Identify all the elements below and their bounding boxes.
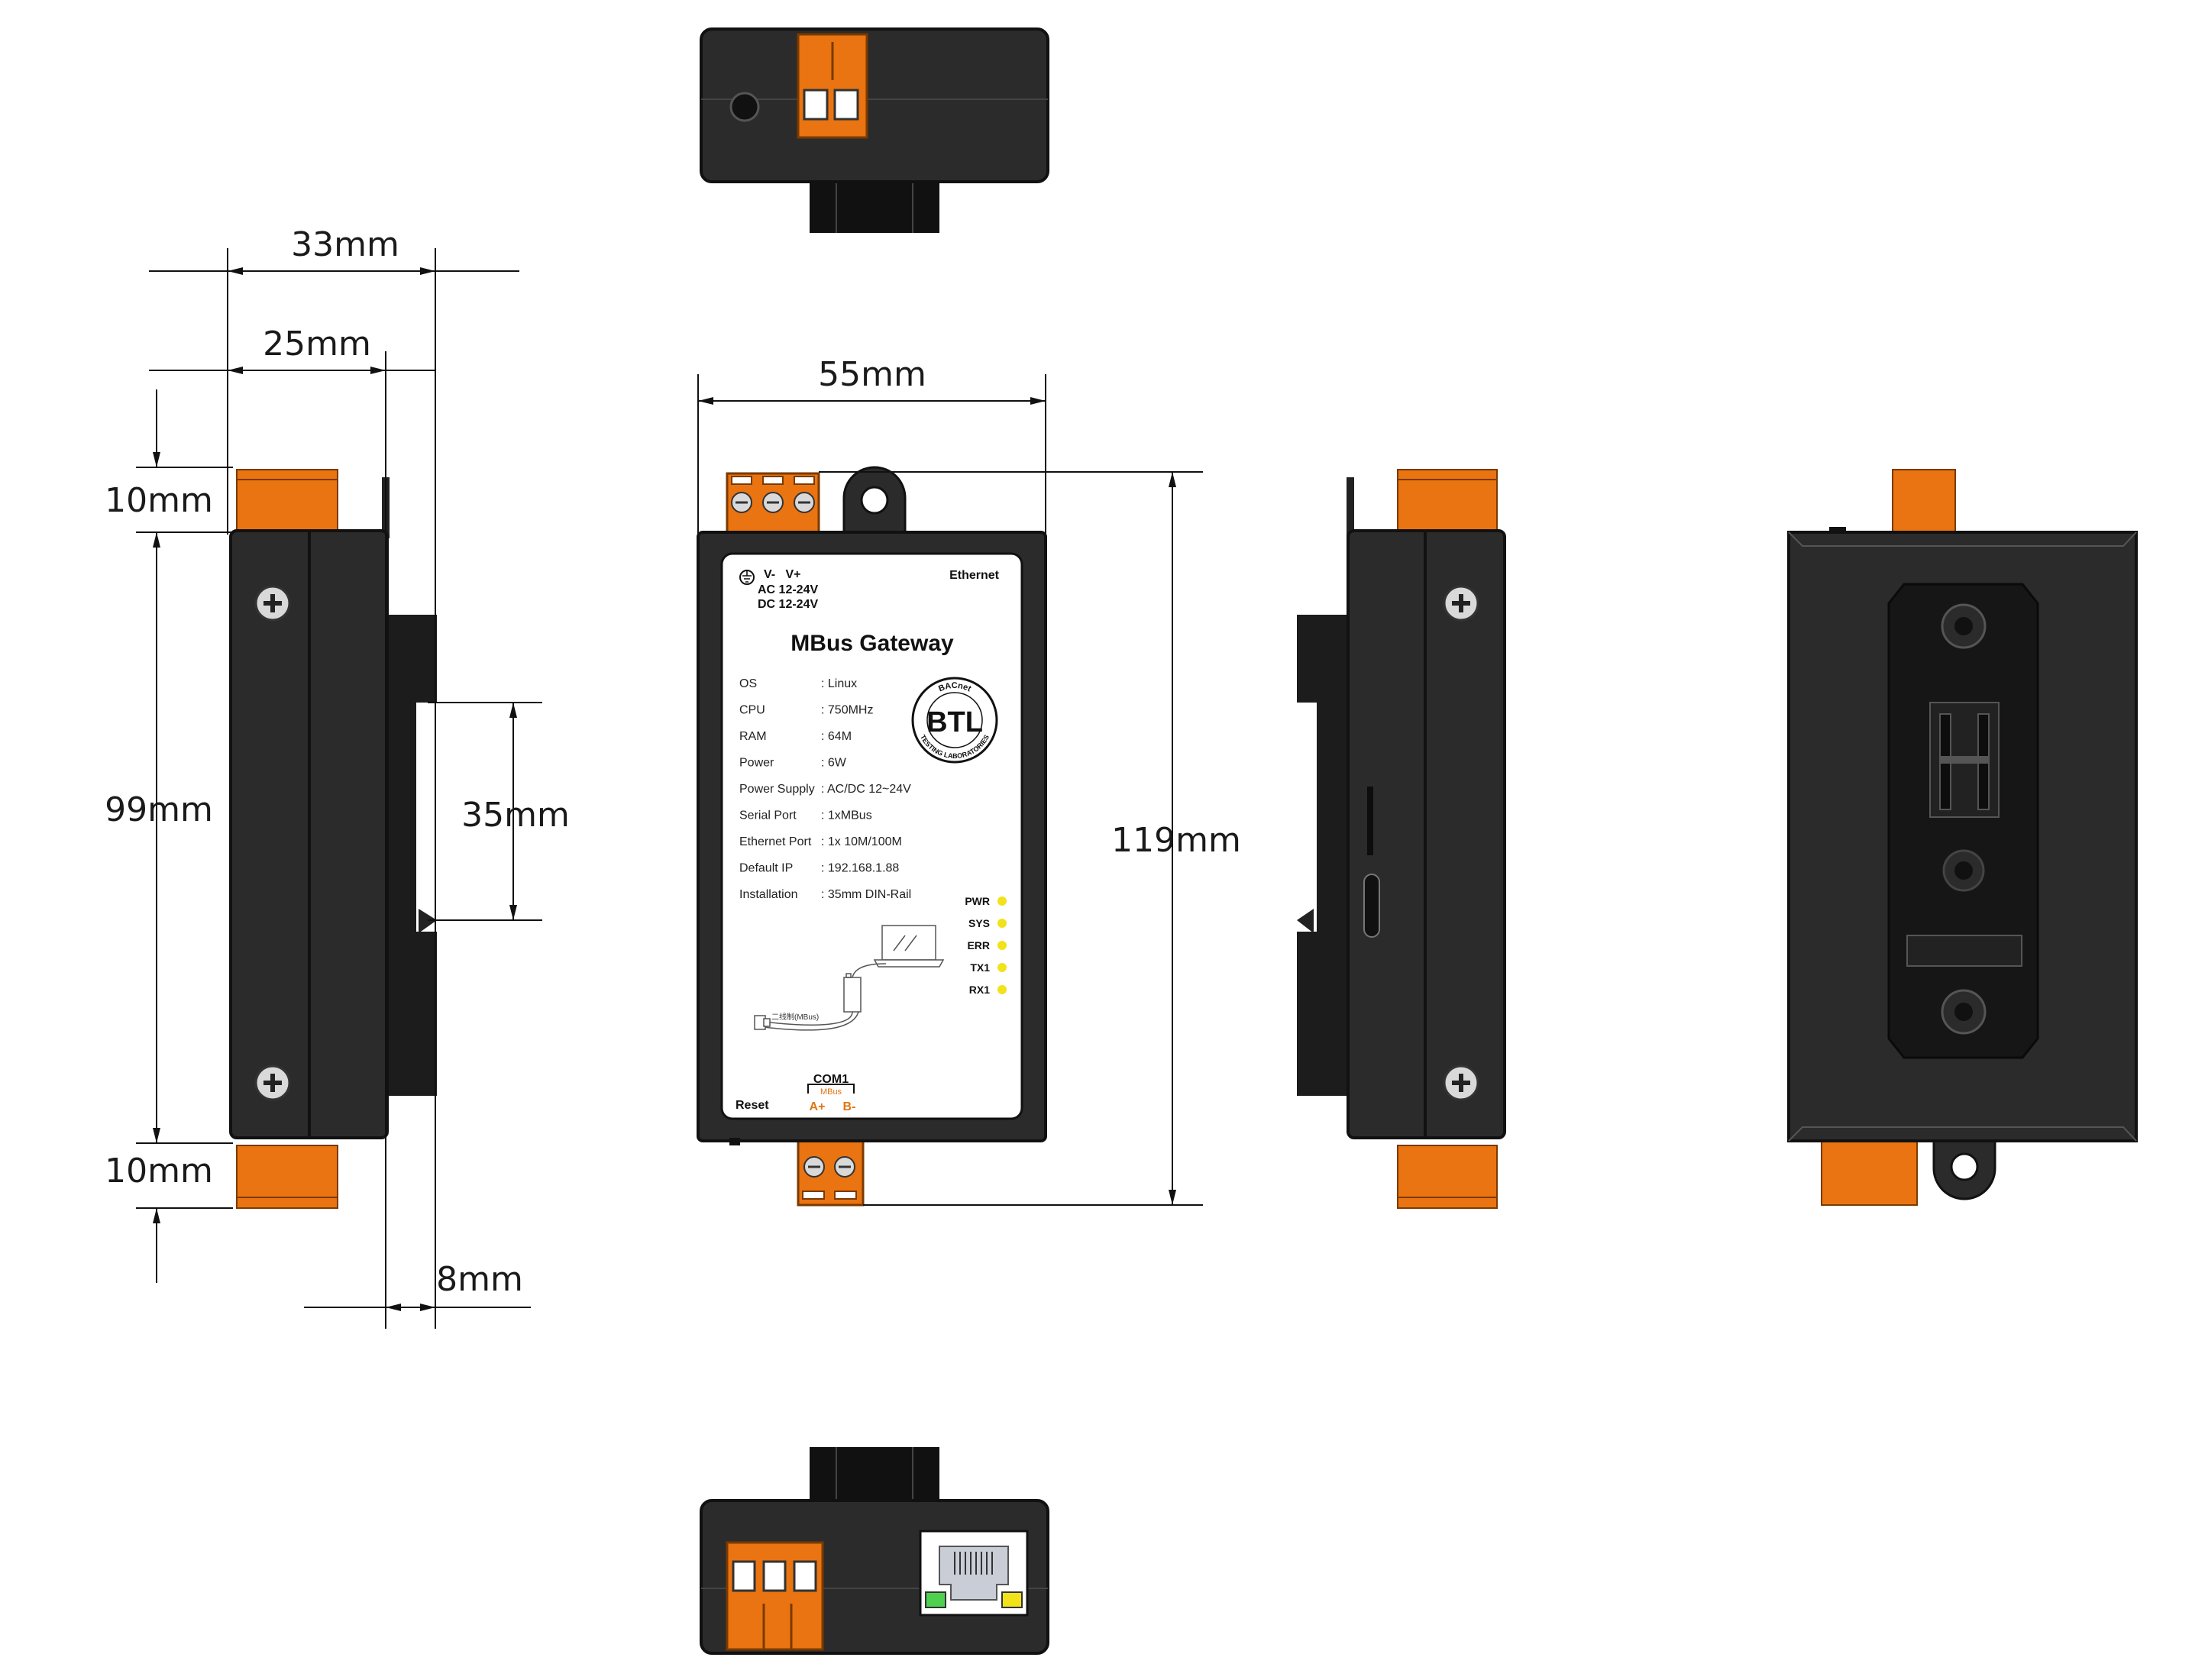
topology-sketch: [754, 925, 945, 1031]
side-bottom-terminal: [236, 1145, 338, 1209]
screw-icon: [1444, 586, 1478, 620]
top-view-led-hole: [729, 92, 760, 122]
spec-key: CPU: [739, 704, 765, 717]
rear-bottom-terminal: [1821, 1137, 1918, 1206]
rear-view: [1787, 469, 2138, 1206]
link-led-icon: [925, 1591, 946, 1608]
spec-key: Default IP: [739, 862, 793, 875]
led-label: PWR: [965, 895, 990, 907]
ethernet-label: Ethernet: [949, 569, 1000, 582]
front-dimensions: [697, 374, 1203, 1206]
rear-top-terminal: [1892, 469, 1956, 533]
com-port-label: COM1: [813, 1073, 849, 1086]
screw-icon: [256, 1066, 289, 1100]
spec-value: : 6W: [821, 757, 847, 770]
ground-icon: [739, 570, 755, 585]
spec-value: : AC/DC 12~24V: [821, 783, 911, 796]
dim-top-terminal: 10mm: [105, 481, 213, 520]
spec-value: : 64M: [821, 730, 852, 743]
dim-front-width: 55mm: [818, 355, 926, 394]
power-polarity: V- V+: [764, 568, 800, 581]
led-indicator-icon: [997, 963, 1007, 972]
led-label: ERR: [967, 939, 990, 951]
front-view: V- V+ AC 12-24V DC 12-24V Ethernet MBus …: [697, 466, 1047, 1207]
bottom-view: [700, 1447, 1049, 1655]
led-indicator-icon: [997, 897, 1007, 906]
side-view-right: [1294, 469, 1506, 1209]
sd-slot: [1367, 787, 1373, 855]
usb-c-port: [1363, 874, 1380, 938]
dim-rail-offset: 8mm: [436, 1260, 523, 1299]
spec-key: Power Supply: [739, 783, 815, 796]
spec-value: : 1xMBus: [821, 809, 872, 822]
led-label: RX1: [969, 984, 990, 996]
led-indicator-icon: [997, 919, 1007, 928]
led-label: SYS: [968, 917, 990, 929]
bottom-din-clip: [810, 1447, 939, 1508]
spec-value: : Linux: [821, 677, 857, 690]
top-view: [700, 27, 1049, 233]
dim-overall-height: 119mm: [1111, 821, 1241, 860]
spec-key: RAM: [739, 730, 767, 743]
dim-body-width: 25mm: [263, 325, 371, 363]
power-dc: DC 12-24V: [758, 598, 818, 611]
left-dimensions: [136, 248, 542, 1329]
rear-din-clip: [1887, 583, 2039, 1059]
led-indicator-icon: [997, 985, 1007, 994]
power-ac: AC 12-24V: [758, 583, 818, 596]
spec-value: : 192.168.1.88: [821, 862, 899, 875]
com-bus-label: MBus: [820, 1087, 842, 1097]
btl-mark: BTL: [926, 706, 983, 738]
screw-icon: [256, 586, 289, 620]
spec-key: Installation: [739, 888, 798, 901]
spec-value: : 750MHz: [821, 704, 873, 717]
spec-key: Power: [739, 757, 774, 770]
dim-rail: 35mm: [461, 796, 570, 835]
led-indicator-icon: [997, 941, 1007, 950]
screw-icon: [1444, 1066, 1478, 1100]
dim-overall-width: 33mm: [291, 225, 399, 264]
side-view-left: [229, 469, 439, 1209]
spec-value: : 1x 10M/100M: [821, 835, 902, 848]
right-bottom-terminal: [1397, 1145, 1498, 1209]
topology-bus-label: 二线制(MBus): [771, 1012, 819, 1022]
com-b-label: B-: [843, 1100, 856, 1113]
spec-key: Serial Port: [739, 809, 797, 822]
dim-body-height: 99mm: [105, 790, 213, 829]
bottom-power-terminal: [726, 1541, 824, 1651]
spec-key: Ethernet Port: [739, 835, 812, 848]
btl-logo-icon: BTL BACnet TESTING LABORATORIES: [911, 677, 998, 764]
spec-key: OS: [739, 677, 757, 690]
top-view-housing: [700, 27, 1049, 183]
spec-value: : 35mm DIN-Rail: [821, 888, 911, 901]
led-label: TX1: [970, 961, 990, 974]
reset-label: Reset: [736, 1099, 769, 1112]
device-title: MBus Gateway: [790, 631, 954, 656]
dim-bottom-terminal: 10mm: [105, 1152, 213, 1191]
com-a-label: A+: [810, 1100, 826, 1113]
activity-led-icon: [1001, 1591, 1023, 1608]
